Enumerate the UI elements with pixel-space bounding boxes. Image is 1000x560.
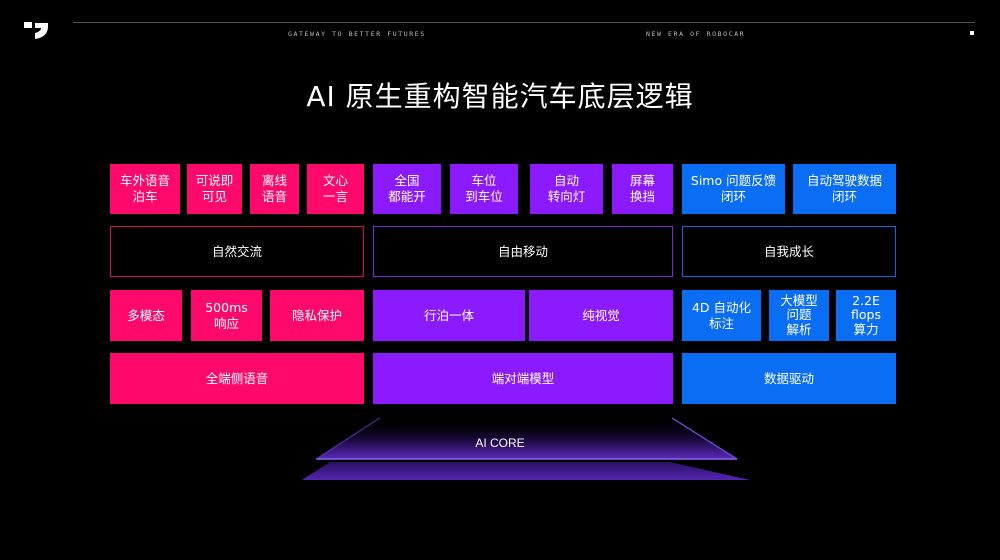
feature-card: 离线 语音 (250, 164, 299, 214)
feature-card: 可说即 可见 (187, 164, 242, 214)
capability-card: 纯视觉 (529, 290, 673, 341)
ai-core-label: AI CORE (475, 436, 525, 450)
foundation-end-to-end-model: 端对端模型 (373, 353, 673, 404)
capability-card: 500ms 响应 (191, 290, 262, 341)
capability-card: 隐私保护 (270, 290, 364, 341)
tagline-left: GATEWAY TO BETTER FUTURES (288, 30, 426, 38)
foundation-on-device-voice: 全端侧语音 (110, 353, 364, 404)
tagline-right: NEW ERA OF ROBOCAR (646, 30, 746, 38)
page-indicator-icon (970, 31, 974, 35)
feature-card: Simo 问题反馈 闭环 (682, 164, 785, 214)
pillar-self-growth: 自我成长 (682, 226, 896, 277)
pillar-natural-communication: 自然交流 (110, 226, 364, 277)
feature-card: 车位 到车位 (450, 164, 518, 214)
header-divider (73, 22, 975, 23)
capability-card: 行泊一体 (373, 290, 525, 341)
pillar-free-mobility: 自由移动 (373, 226, 673, 277)
feature-card: 文心 一言 (307, 164, 364, 214)
capability-card: 多模态 (110, 290, 182, 341)
capability-card: 2.2E flops 算力 (836, 290, 896, 341)
capability-card: 大模型 问题 解析 (769, 290, 829, 341)
feature-card: 车外语音 泊车 (110, 164, 180, 214)
capability-card: 4D 自动化 标注 (682, 290, 761, 341)
feature-card: 自动 转向灯 (530, 164, 603, 214)
page-title: AI 原生重构智能汽车底层逻辑 (306, 80, 694, 113)
feature-card: 屏幕 换挡 (612, 164, 673, 214)
feature-card: 全国 都能开 (373, 164, 441, 214)
feature-card: 自动驾驶数据 闭环 (793, 164, 896, 214)
foundation-data-driven: 数据驱动 (682, 353, 896, 404)
brand-logo-icon (24, 22, 48, 39)
